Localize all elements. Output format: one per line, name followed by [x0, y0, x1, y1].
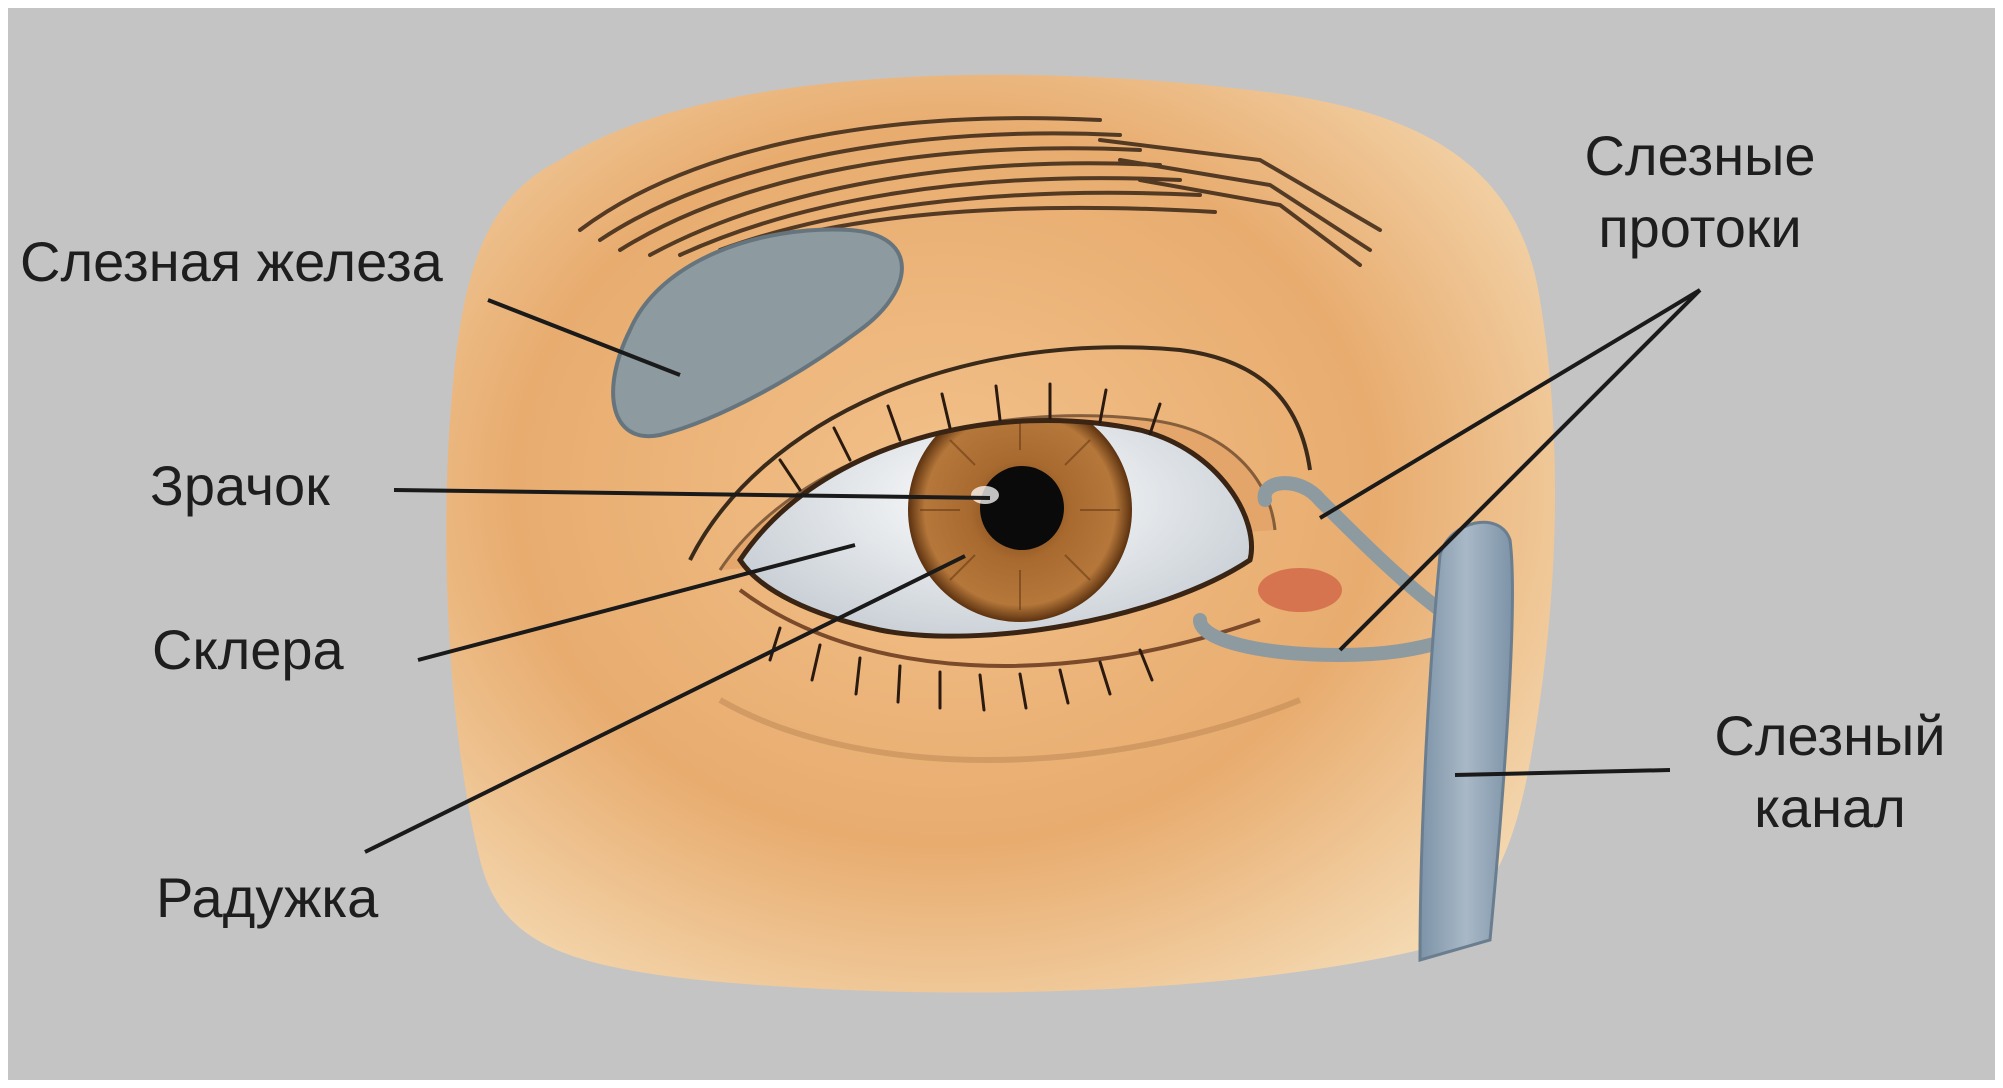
label-lacrimal-gland: Слезная железа [20, 226, 443, 298]
label-tear-canal-line2: канал [1680, 772, 1980, 844]
label-tear-canal-line1: Слезный [1680, 700, 1980, 772]
label-tear-ducts: Слезные протоки [1540, 120, 1860, 264]
pupil-shape [980, 466, 1064, 550]
label-tear-ducts-line2: протоки [1540, 192, 1860, 264]
label-iris: Радужка [156, 862, 378, 934]
label-tear-ducts-line1: Слезные [1540, 120, 1860, 192]
eye-highlight [971, 486, 999, 504]
label-tear-canal: Слезный канал [1680, 700, 1980, 844]
label-pupil: Зрачок [150, 450, 330, 522]
label-sclera: Склера [152, 614, 344, 686]
caruncle [1258, 568, 1342, 612]
